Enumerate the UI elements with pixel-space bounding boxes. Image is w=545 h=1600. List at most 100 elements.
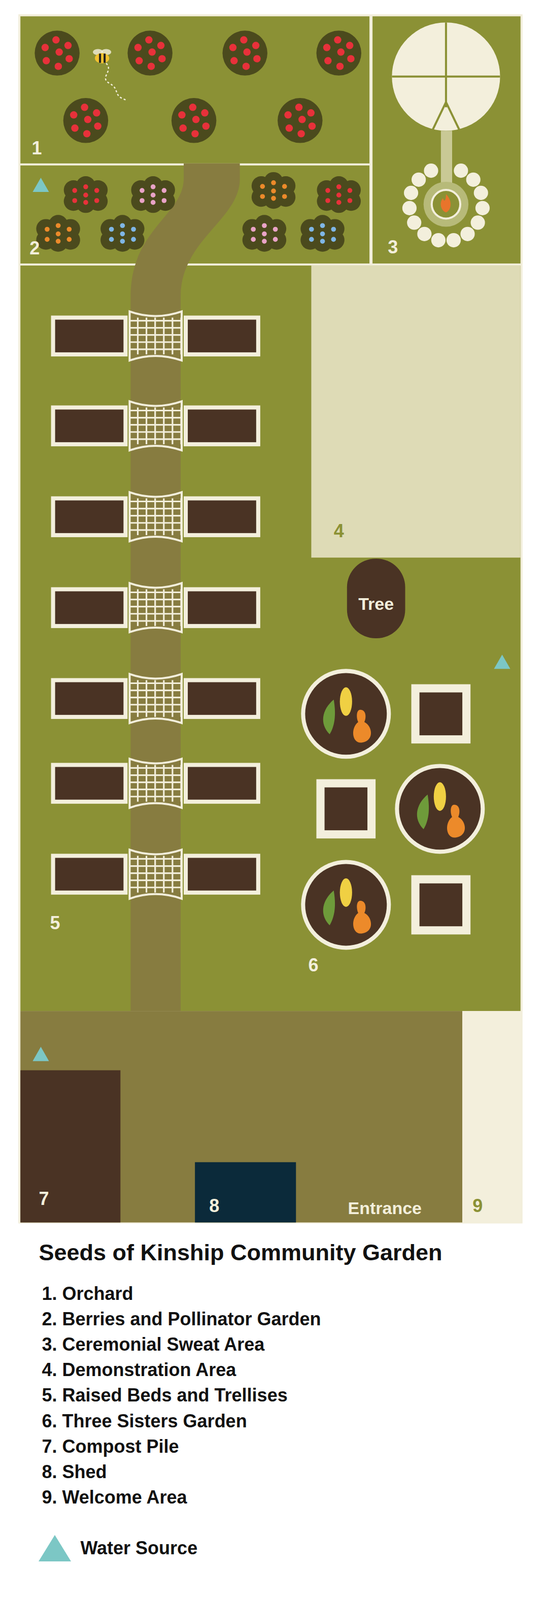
area-number: 1 <box>31 139 42 158</box>
entrance-label: Entrance <box>347 1198 422 1216</box>
berry-bush <box>130 176 175 213</box>
area-number: 2 <box>29 239 40 258</box>
orchard-tree <box>277 97 323 143</box>
tree-node: Tree <box>347 558 406 638</box>
berry-bush <box>36 214 80 252</box>
raised-bed <box>183 853 261 894</box>
raised-bed <box>183 495 261 537</box>
key-item: 5. Raised Beds and Trellises <box>41 1383 288 1406</box>
sweat-region: 3 <box>372 16 521 264</box>
trellis <box>129 582 182 632</box>
legend-entry: Water Source <box>38 1534 198 1561</box>
key-item: 7. Compost Pile <box>41 1434 179 1457</box>
raised-bed <box>183 315 261 356</box>
compost-region: 7 <box>20 1069 121 1222</box>
berry-bush <box>316 176 361 213</box>
bed-soil <box>55 591 124 624</box>
trellis <box>129 673 182 723</box>
raised-bed <box>51 495 128 537</box>
square-bed <box>316 778 376 839</box>
raised-bed <box>51 762 128 803</box>
orchard-tree <box>316 30 361 76</box>
bed-soil <box>187 766 257 799</box>
stone <box>431 232 446 248</box>
area-number: 9 <box>472 1196 483 1215</box>
area-number: 3 <box>387 237 398 257</box>
stone <box>473 185 489 200</box>
square-soil <box>324 787 368 830</box>
square-soil <box>419 882 463 926</box>
stone <box>460 226 475 242</box>
raised-bed <box>51 404 128 446</box>
area-number: 6 <box>308 955 319 974</box>
three-sisters-bed <box>300 668 391 759</box>
water-source <box>493 654 510 669</box>
raised-beds-region: 5 <box>20 265 306 1011</box>
bed-soil <box>55 500 124 533</box>
stone <box>402 200 417 216</box>
stone <box>423 163 438 178</box>
entrance-ground <box>20 1010 463 1222</box>
bed-soil <box>187 857 257 890</box>
stone <box>403 185 419 200</box>
orchard-region: 1 <box>20 16 370 164</box>
raised-bed <box>51 315 128 356</box>
bed-soil <box>55 682 124 715</box>
map-title: Seeds of Kinship Community Garden <box>38 1238 442 1266</box>
bed-soil <box>55 409 124 442</box>
trellis <box>129 758 182 808</box>
orchard-tree <box>127 30 173 76</box>
key-item: 1. Orchard <box>41 1281 133 1304</box>
raised-bed <box>183 677 261 719</box>
demonstration-area <box>311 265 521 558</box>
sweat-lodge <box>391 22 500 227</box>
raised-bed <box>183 762 261 803</box>
tree-shape <box>347 558 406 638</box>
square-soil <box>419 692 463 735</box>
bed-soil <box>55 319 124 353</box>
orchard-tree <box>222 30 267 76</box>
berry-bush <box>242 214 287 252</box>
bed-soil <box>187 591 257 624</box>
sweat-ground <box>372 16 521 264</box>
welcome-area <box>462 1010 521 1222</box>
trellis <box>129 311 182 361</box>
stone <box>406 215 422 230</box>
three-sisters-region: 6 <box>305 642 521 1011</box>
area-number: 8 <box>209 1196 220 1215</box>
berry-bush <box>63 176 108 213</box>
area-number: 5 <box>50 913 61 932</box>
bee <box>92 49 127 101</box>
bed-soil <box>187 319 257 353</box>
bed-soil <box>187 409 257 442</box>
water-source-swatch <box>38 1534 72 1561</box>
three-sisters-bed <box>394 763 485 854</box>
stone <box>475 200 490 216</box>
bed-soil <box>55 857 124 890</box>
shed <box>194 1161 296 1222</box>
key-item: 3. Ceremonial Sweat Area <box>41 1332 265 1355</box>
trellis <box>129 848 182 899</box>
tree-label: Tree <box>358 594 394 612</box>
welcome-region: 9 <box>462 1010 521 1222</box>
water-source <box>32 1046 49 1061</box>
three-sisters-bed <box>300 859 391 949</box>
square-bed <box>411 684 471 744</box>
key-item: 2. Berries and Pollinator Garden <box>41 1307 321 1330</box>
key-item: 8. Shed <box>41 1459 107 1482</box>
demonstration-region: 4 <box>311 265 521 558</box>
orchard-tree <box>34 30 80 76</box>
raised-bed <box>51 586 128 628</box>
area-number: 7 <box>38 1188 49 1208</box>
legend-text: Water Source <box>80 1536 198 1558</box>
garden-frame <box>18 14 523 1223</box>
stone <box>466 172 481 187</box>
area-number: 4 <box>333 521 345 540</box>
key-item: 9. Welcome Area <box>41 1485 187 1508</box>
key-item: 4. Demonstration Area <box>41 1357 236 1380</box>
berry-bush <box>300 214 345 252</box>
main-ground <box>20 265 521 1011</box>
stone <box>453 163 468 178</box>
water-source <box>32 177 49 192</box>
shed-region: 8 <box>194 1161 296 1222</box>
